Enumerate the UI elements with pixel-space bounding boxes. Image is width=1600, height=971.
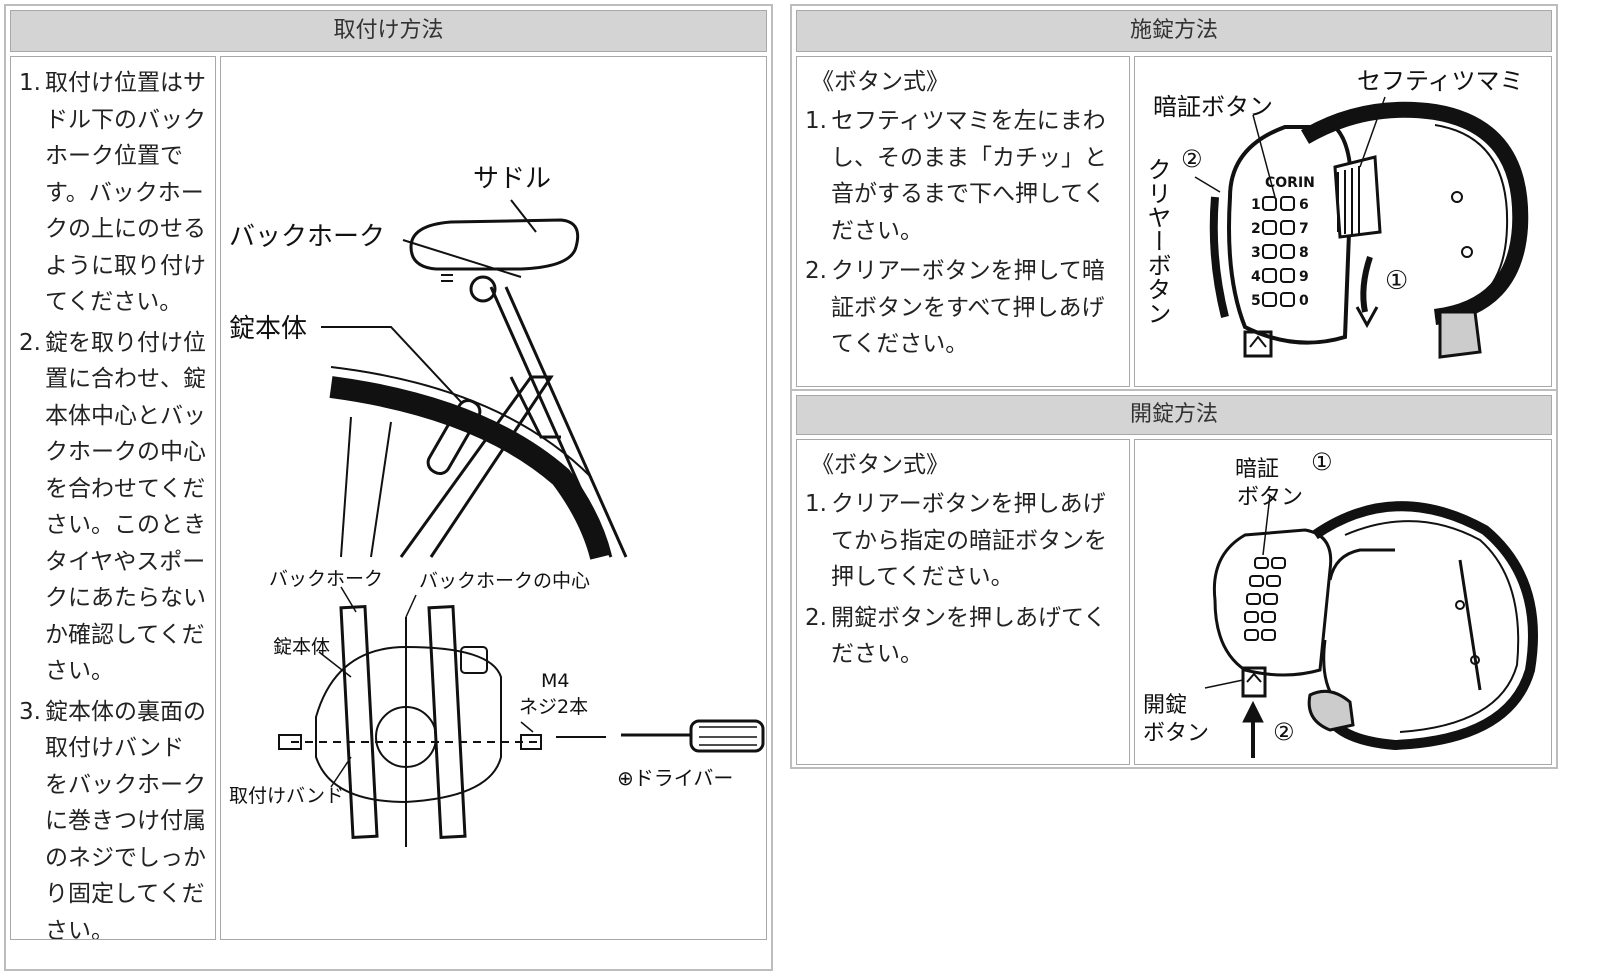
label-band: 取付けバンド xyxy=(229,785,344,807)
step-number: 2. xyxy=(19,329,41,356)
unlock-header: 開錠方法 xyxy=(796,395,1552,435)
label-screw-size: M4 xyxy=(541,670,569,692)
step-number: 1. xyxy=(19,70,41,96)
label-safety-knob: セフティツマミ xyxy=(1357,67,1524,95)
label-lock-body-small: 錠本体 xyxy=(273,636,330,658)
label-step-one: ① xyxy=(1385,266,1408,296)
step-text: クリアーボタンを押しあげてから指定の暗証ボタンを押してください。 xyxy=(831,491,1107,590)
key-label: 5 xyxy=(1251,293,1261,309)
key-label: 1 xyxy=(1251,197,1261,213)
label-code-button: 暗証ボタン xyxy=(1153,93,1273,121)
unlock-step-2: 2. 開錠ボタンを押しあげてください。 xyxy=(805,600,1121,673)
unlock-panel: 開錠方法 《ボタン式》 1. クリアーボタンを押しあげてから指定の暗証ボタンを押… xyxy=(790,389,1558,769)
key-label: 8 xyxy=(1299,245,1309,261)
lock-style-label: 《ボタン式》 xyxy=(811,69,949,95)
key-label: 2 xyxy=(1251,221,1261,237)
unlock-figure-cell: 暗証 ボタン ① 開錠 ボタン ② xyxy=(1134,439,1552,765)
lock-steps: 1. セフティツマミを左にまわし、そのまま「カチッ」と音がするまで下へ押してくだ… xyxy=(805,103,1121,363)
step-text: 開錠ボタンを押しあげてください。 xyxy=(831,604,1107,668)
key-label: 7 xyxy=(1299,221,1309,237)
step-number: 2. xyxy=(805,604,827,631)
key-label: 3 xyxy=(1251,245,1261,261)
lock-steps-cell: 《ボタン式》 1. セフティツマミを左にまわし、そのまま「カチッ」と音がするまで… xyxy=(796,56,1130,387)
lock-header: 施錠方法 xyxy=(796,10,1552,52)
unlock-style-label: 《ボタン式》 xyxy=(811,452,949,478)
step-number: 1. xyxy=(805,108,827,134)
install-step-3: 3. 錠本体の裏面の取付けバンドをバックホークに巻きつけ付属のネジでしっかり固定… xyxy=(19,694,207,940)
label-code-line2: ボタン xyxy=(1237,485,1303,510)
step-text: セフティツマミを左にまわし、そのまま「カチッ」と音がするまで下へ押してください。 xyxy=(831,108,1107,244)
label-step-two: ② xyxy=(1181,145,1203,173)
install-steps: 1. 取付け位置はサドル下のバックホーク位置です。バックホークの上にのせるように… xyxy=(19,65,207,940)
key-label: 4 xyxy=(1251,269,1261,285)
label-step-one: ① xyxy=(1311,448,1333,476)
label-lock-body: 錠本体 xyxy=(229,314,307,344)
step-text: 錠本体の裏面の取付けバンドをバックホークに巻きつけ付属のネジでしっかり固定してく… xyxy=(45,698,206,940)
install-header: 取付け方法 xyxy=(10,10,767,52)
install-steps-cell: 1. 取付け位置はサドル下のバックホーク位置です。バックホークの上にのせるように… xyxy=(10,56,216,940)
unlock-steps-cell: 《ボタン式》 1. クリアーボタンを押しあげてから指定の暗証ボタンを押してくださ… xyxy=(796,439,1130,765)
step-number: 1. xyxy=(805,491,827,517)
install-step-2: 2. 錠を取り付け位置に合わせ、錠本体中心とバックホークの中心を合わせてください… xyxy=(19,325,207,690)
key-label: 6 xyxy=(1299,197,1309,213)
key-label: 9 xyxy=(1299,269,1309,285)
label-back-fork-center: バックホークの中心 xyxy=(419,570,590,592)
unlock-diagram: 暗証 ボタン ① 開錠 ボタン ② xyxy=(1143,448,1538,758)
lock-figure-cell: CORIN 1 6 2 7 3 8 4 9 5 0 xyxy=(1134,56,1552,387)
install-panel: 取付け方法 1. 取付け位置はサドル下のバックホーク位置です。バックホークの上に… xyxy=(4,4,773,971)
label-code-line1: 暗証 xyxy=(1235,457,1279,482)
label-back-fork: バックホーク xyxy=(229,222,385,252)
lock-diagram: CORIN 1 6 2 7 3 8 4 9 5 0 xyxy=(1143,67,1529,359)
lock-panel: 施錠方法 《ボタン式》 1. セフティツマミを左にまわし、そのまま「カチッ」と音… xyxy=(790,4,1558,391)
step-text: 錠を取り付け位置に合わせ、錠本体中心とバックホークの中心を合わせてください。この… xyxy=(45,329,206,685)
install-step-1: 1. 取付け位置はサドル下のバックホーク位置です。バックホークの上にのせるように… xyxy=(19,65,207,321)
step-number: 3. xyxy=(19,698,41,725)
label-open-line2: ボタン xyxy=(1143,721,1209,746)
step-text: 取付け位置はサドル下のバックホーク位置です。バックホークの上にのせるように取り付… xyxy=(45,70,206,315)
keypad: CORIN 1 6 2 7 3 8 4 9 5 0 xyxy=(1251,175,1315,309)
unlock-step-1: 1. クリアーボタンを押しあげてから指定の暗証ボタンを押してください。 xyxy=(805,486,1121,596)
install-diagram: サドル バックホーク 錠本体 xyxy=(229,164,765,847)
label-saddle: サドル xyxy=(473,164,551,194)
key-label: 0 xyxy=(1299,293,1309,309)
label-screw-count: ネジ2本 xyxy=(519,696,588,718)
brand-label: CORIN xyxy=(1265,175,1315,191)
lock-step-2: 2. クリアーボタンを押して暗証ボタンをすべて押しあげてください。 xyxy=(805,253,1121,363)
label-step-two: ② xyxy=(1273,718,1295,746)
unlock-steps: 1. クリアーボタンを押しあげてから指定の暗証ボタンを押してください。 2. 開… xyxy=(805,486,1121,673)
lock-step-1: 1. セフティツマミを左にまわし、そのまま「カチッ」と音がするまで下へ押してくだ… xyxy=(805,103,1121,249)
label-back-fork-small: バックホーク xyxy=(269,568,383,590)
label-driver: ⊕ドライバー xyxy=(617,766,733,790)
install-figure-cell: サドル バックホーク 錠本体 xyxy=(220,56,767,940)
step-text: クリアーボタンを押して暗証ボタンをすべて押しあげてください。 xyxy=(831,258,1105,357)
label-clear-button: クリヤーボタン xyxy=(1143,157,1171,325)
label-open-line1: 開錠 xyxy=(1143,693,1187,718)
step-number: 2. xyxy=(805,258,827,284)
